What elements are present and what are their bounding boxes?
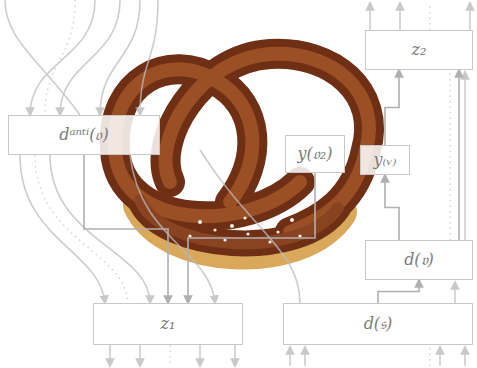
morphism-box: y(𝔬₂): [285, 135, 345, 173]
string-connector: [385, 70, 399, 145]
morphism-box: z₂: [365, 30, 473, 70]
morphism-box: y₍ᵥ₎: [360, 145, 410, 175]
morphism-box: z₁: [93, 303, 243, 345]
string-connector: [188, 173, 315, 303]
morphism-box: d(𝔳): [365, 240, 473, 280]
box-label: z₂: [412, 41, 427, 59]
string-connector: [385, 175, 399, 240]
string-connector: [458, 70, 460, 240]
box-label: d(𝔳): [404, 251, 434, 269]
box-label: y(𝔬₂): [298, 145, 333, 163]
string-connector: [378, 280, 419, 303]
box-label: dᵃⁿᵗⁱ(𝔬): [59, 126, 108, 144]
morphism-box: d(𝔰): [283, 303, 473, 345]
morphism-box: dᵃⁿᵗⁱ(𝔬): [8, 115, 160, 155]
box-label: z₁: [161, 315, 176, 333]
box-label: y₍ᵥ₎: [374, 151, 397, 169]
string-connector: [84, 155, 168, 303]
box-label: d(𝔰): [364, 315, 393, 333]
